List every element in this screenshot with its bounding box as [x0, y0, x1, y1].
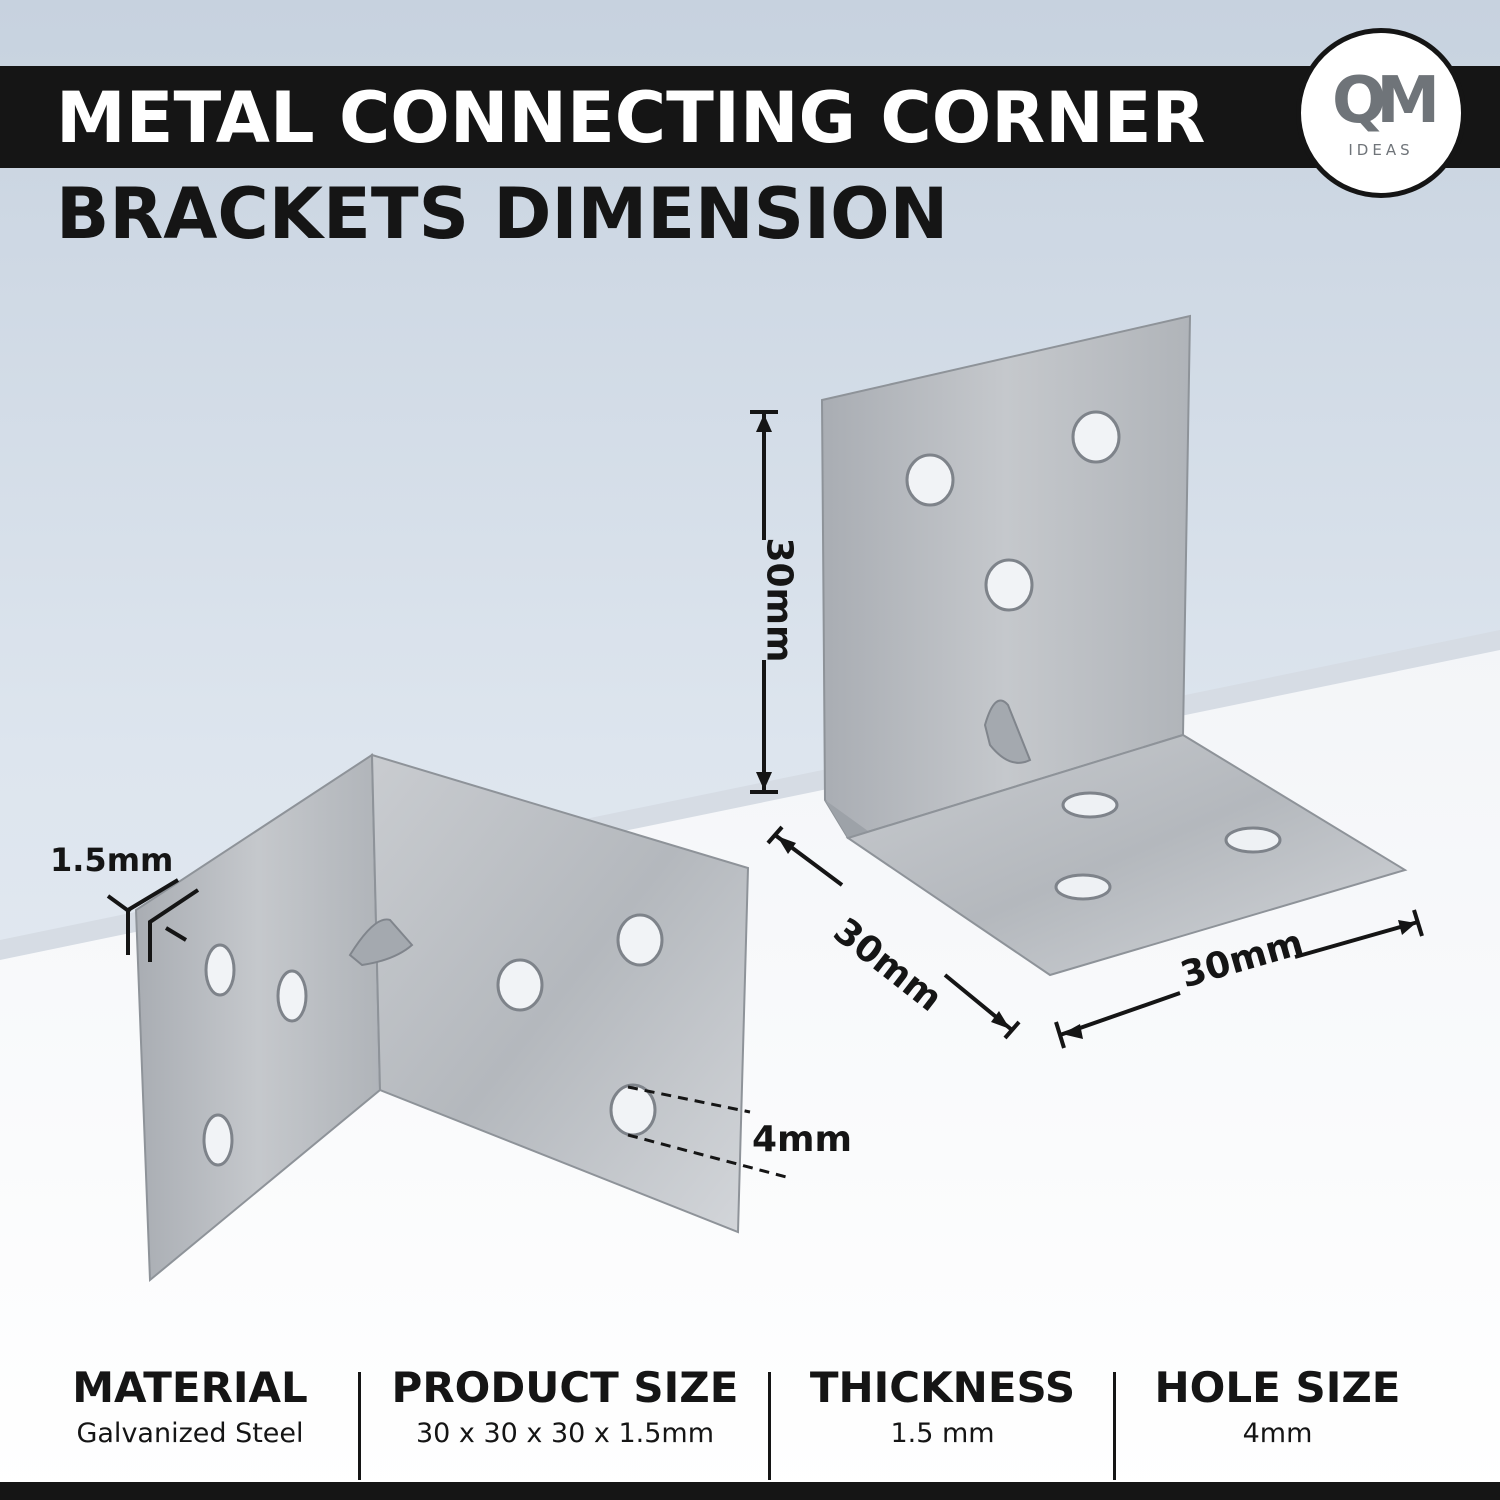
dimension-height-label: 30mm [758, 537, 800, 663]
spec-divider [358, 1372, 361, 1480]
spec-value: Galvanized Steel [76, 1418, 304, 1449]
page-title: METAL CONNECTING CORNER [56, 77, 1206, 159]
bracket-right-hole [905, 453, 955, 507]
bracket-left-hole [496, 958, 544, 1012]
spec-title: HOLE SIZE [1154, 1363, 1401, 1412]
title-bar [0, 66, 1500, 168]
spec-title: MATERIAL [72, 1363, 308, 1412]
spec-title: PRODUCT SIZE [391, 1363, 739, 1412]
spec-material: MATERIAL Galvanized Steel [20, 1360, 360, 1482]
dimension-thickness-line [106, 878, 200, 962]
spec-product-size: PRODUCT SIZE 30 x 30 x 30 x 1.5mm [370, 1360, 760, 1482]
bracket-right-gusset [983, 699, 1032, 764]
page-subtitle: BRACKETS DIMENSION [56, 173, 949, 255]
spec-hole-size: HOLE SIZE 4mm [1120, 1360, 1435, 1482]
spec-thickness: THICKNESS 1.5 mm [780, 1360, 1105, 1482]
dimension-depth-line [766, 825, 1021, 1040]
logo-mark: QM [1331, 64, 1440, 138]
dimension-height-line [750, 410, 778, 794]
bracket-right-horizontal-face [845, 733, 1408, 977]
spec-divider [768, 1372, 771, 1480]
bottom-bar [0, 1482, 1500, 1500]
spec-value: 30 x 30 x 30 x 1.5mm [415, 1418, 715, 1449]
logo-text: IDEAS [1348, 141, 1414, 159]
dimension-hole-line [627, 1085, 791, 1180]
dimension-thickness-label: 1.5mm [50, 841, 174, 879]
spec-title: THICKNESS [809, 1363, 1076, 1412]
bracket-right-hole [984, 558, 1034, 612]
bracket-right [820, 314, 1408, 977]
spec-value: 1.5 mm [890, 1418, 995, 1449]
spec-strip: MATERIAL Galvanized Steel PRODUCT SIZE 3… [0, 1360, 1500, 1482]
spec-divider [1113, 1372, 1116, 1480]
bracket-left-hole [202, 1113, 234, 1167]
bracket-right-hole [1054, 873, 1112, 901]
bracket-left-hole [204, 943, 236, 997]
dimension-width-line [1054, 909, 1424, 1049]
bracket-left-gusset [348, 918, 414, 967]
brand-logo: QM IDEAS [1296, 28, 1466, 198]
bracket-right-hole [1061, 791, 1119, 819]
bracket-left-hole [616, 913, 664, 967]
bracket-right-hole [1071, 410, 1121, 464]
spec-value: 4mm [1242, 1418, 1313, 1449]
bracket-right-hole [1224, 826, 1282, 854]
bracket-left-hole [276, 969, 308, 1023]
dimension-hole-label: 4mm [752, 1119, 853, 1160]
bracket-left [134, 753, 750, 1283]
